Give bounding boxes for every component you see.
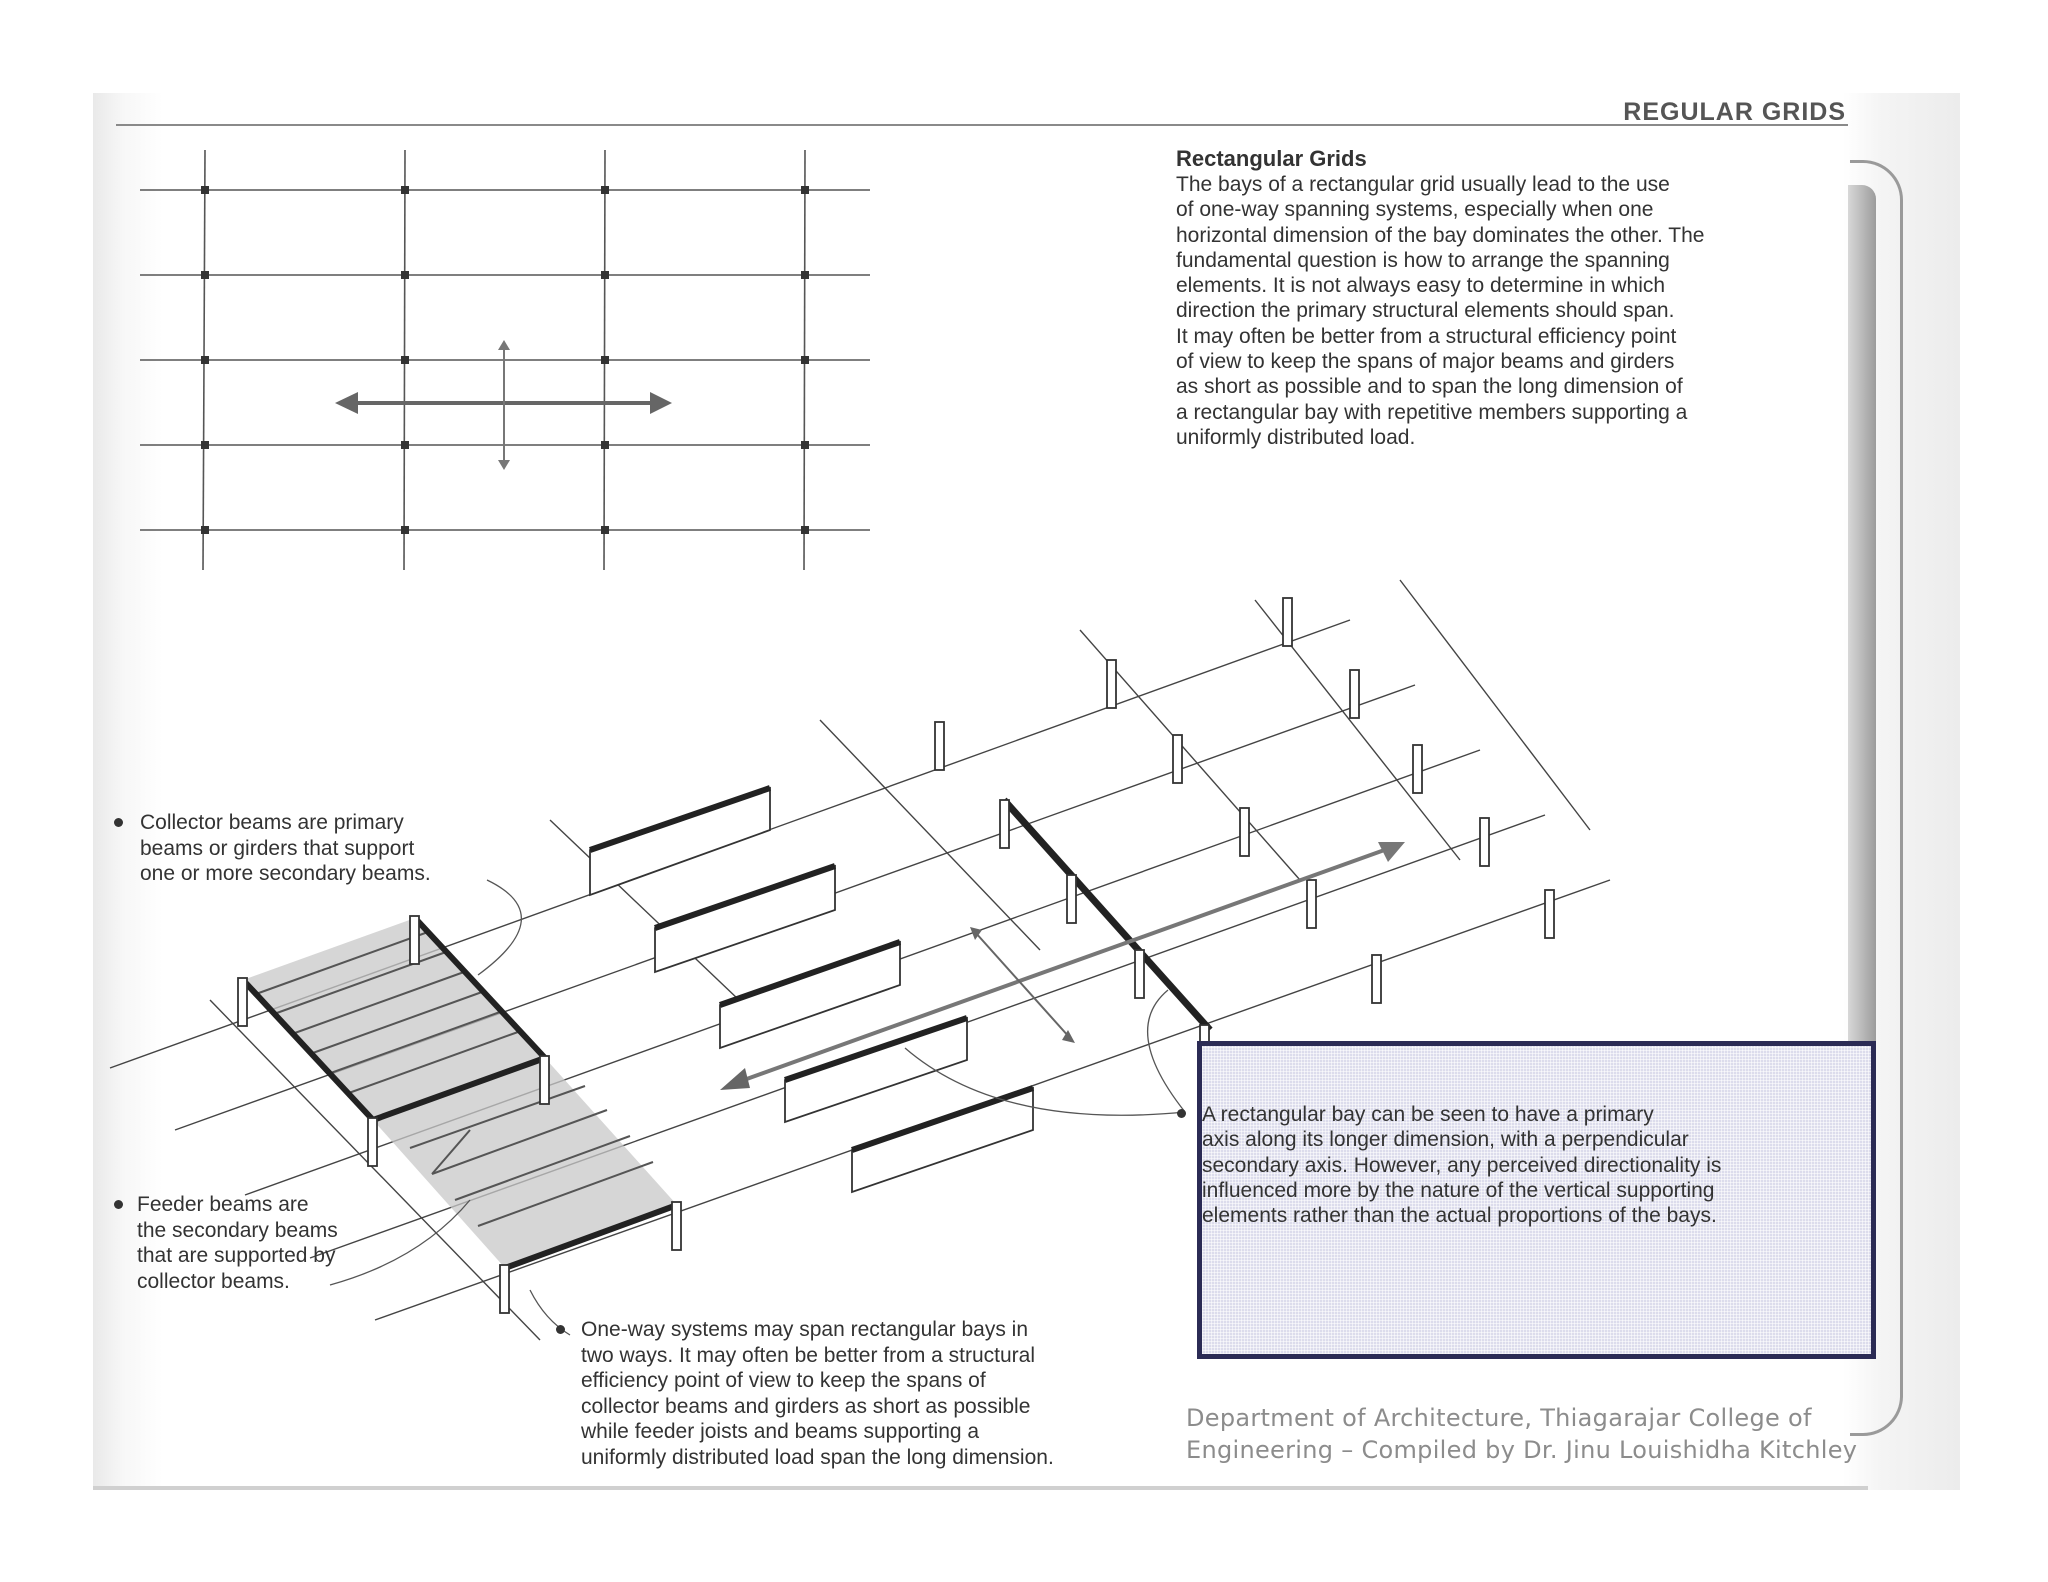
footer-line: Department of Architecture, Thiagarajar … bbox=[1186, 1402, 1946, 1434]
secondary-direction-arrow bbox=[970, 927, 1075, 1043]
annotation-line: beams or girders that support bbox=[140, 836, 431, 862]
annotation-line: One-way systems may span rectangular bay… bbox=[581, 1317, 1054, 1343]
annotation-line: efficiency point of view to keep the spa… bbox=[581, 1368, 1054, 1394]
callout-text: A rectangular bay can be seen to have a … bbox=[1202, 1102, 1862, 1228]
annotation-line: one or more secondary beams. bbox=[140, 861, 431, 887]
callout-line: influenced more by the nature of the ver… bbox=[1202, 1178, 1862, 1203]
annotation-line: that are supported by bbox=[137, 1243, 338, 1269]
one-way-systems-annotation: One-way systems may span rectangular bay… bbox=[581, 1317, 1054, 1470]
annotation-line: the secondary beams bbox=[137, 1218, 338, 1244]
annotation-line: collector beams. bbox=[137, 1269, 338, 1295]
bullet-dot bbox=[114, 818, 123, 827]
annotation-line: collector beams and girders as short as … bbox=[581, 1394, 1054, 1420]
annotation-line: Collector beams are primary bbox=[140, 810, 431, 836]
annotation-line: Feeder beams are bbox=[137, 1192, 338, 1218]
annotation-line: two ways. It may often be better from a … bbox=[581, 1343, 1054, 1369]
annotation-line: uniformly distributed load span the long… bbox=[581, 1445, 1054, 1471]
bullet-dot bbox=[556, 1325, 565, 1334]
long-girder bbox=[1000, 800, 1210, 1073]
bullet-dot bbox=[114, 1200, 123, 1209]
bullet-dot bbox=[1177, 1109, 1186, 1118]
callout-line: A rectangular bay can be seen to have a … bbox=[1202, 1102, 1862, 1127]
callout-line: axis along its longer dimension, with a … bbox=[1202, 1127, 1862, 1152]
collector-beams-annotation: Collector beams are primary beams or gir… bbox=[140, 810, 431, 887]
footer-credit: Department of Architecture, Thiagarajar … bbox=[1186, 1402, 1946, 1466]
feeder-beams-annotation: Feeder beams are the secondary beams tha… bbox=[137, 1192, 338, 1294]
annotation-line: while feeder joists and beams supporting… bbox=[581, 1419, 1054, 1445]
footer-line: Engineering – Compiled by Dr. Jinu Louis… bbox=[1186, 1434, 1946, 1466]
callout-line: elements rather than the actual proporti… bbox=[1202, 1203, 1862, 1228]
callout-line: secondary axis. However, any perceived d… bbox=[1202, 1153, 1862, 1178]
collector-wall-beams bbox=[590, 788, 1033, 1192]
